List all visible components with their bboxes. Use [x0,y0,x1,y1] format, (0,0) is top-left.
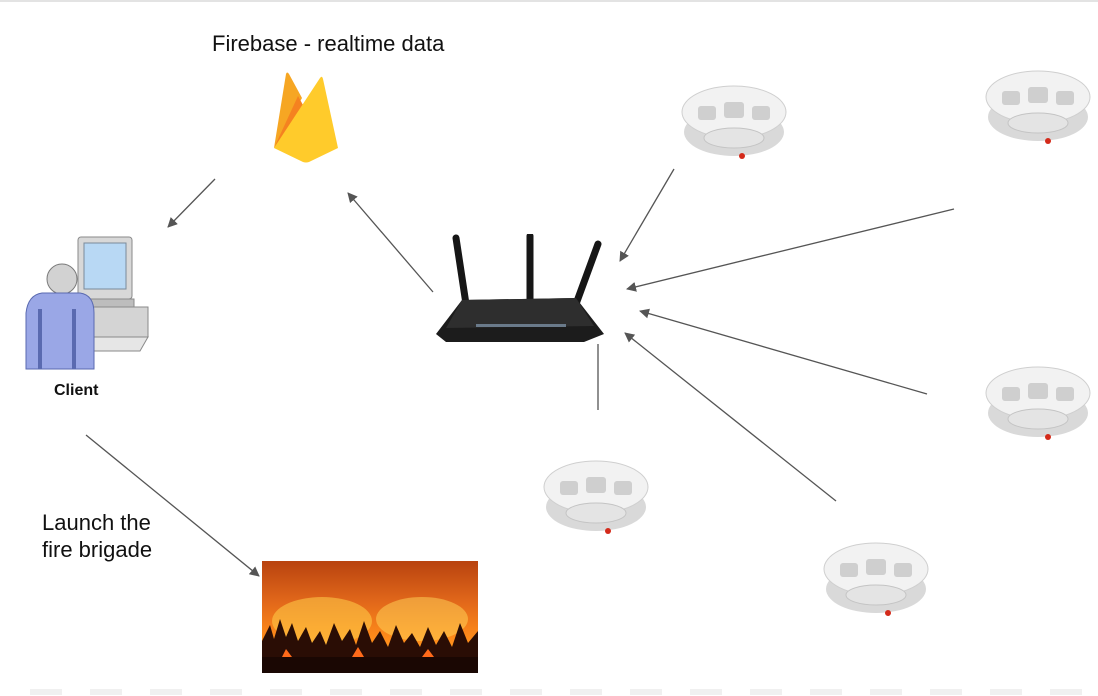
firebase-logo-icon [274,72,338,163]
smoke-detector-icon [985,366,1091,440]
arrow-sensor2-to-router [626,208,955,292]
top-divider [0,0,1098,2]
arrow-sensor1-to-router [619,168,675,262]
firebase-label: Firebase - realtime data [212,31,445,56]
smoke-detector-icon [823,542,929,616]
launch-label-line-2: fire brigade [42,537,153,562]
smoke-detector-icon [681,85,787,159]
launch-label-line-1: Launch the [42,510,151,535]
smoke-detector-icon [543,460,649,534]
client-computer-icon [25,236,149,370]
arrow-sensor3-to-router [639,308,928,395]
wifi-router-icon [436,234,604,342]
bottom-decorative-strip [30,689,1090,695]
smoke-detector-icon [985,70,1091,144]
arrow-firebase-to-client [167,178,216,228]
arrow-sensor5-to-router [624,332,837,502]
launch-fire-brigade-label: Launch the fire brigade [42,509,152,563]
arrow-router-to-firebase [347,192,434,293]
forest-fire-image [262,561,478,673]
client-label: Client [54,382,99,399]
arrow-client-to-fire [85,434,260,577]
